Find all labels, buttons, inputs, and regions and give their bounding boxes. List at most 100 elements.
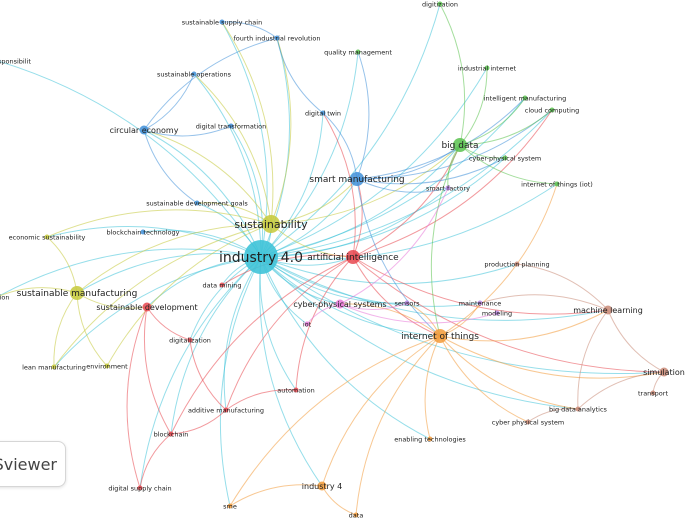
node-environment[interactable] xyxy=(104,363,110,369)
node-cloud[interactable] xyxy=(549,107,555,113)
node-datamining[interactable] xyxy=(219,282,225,288)
edge-sustainability-bigdata xyxy=(270,144,461,225)
node-prodplan[interactable] xyxy=(514,261,520,267)
node-label-digitaltrans: digital transformation xyxy=(196,123,267,131)
node-cps[interactable] xyxy=(335,299,345,309)
edge-bigdata-digitization xyxy=(439,3,466,146)
node-qualitymgmt[interactable] xyxy=(355,49,361,55)
node-sme[interactable] xyxy=(227,503,233,509)
node-label-sensors: sensors xyxy=(395,300,421,308)
node-label-automation: automation xyxy=(277,387,314,395)
edge-ai-ml xyxy=(352,256,609,315)
node-digitalization[interactable] xyxy=(187,337,193,343)
node-blockchain[interactable] xyxy=(168,431,174,437)
node-enabling[interactable] xyxy=(427,436,433,442)
node-ai[interactable] xyxy=(346,250,360,264)
edge-smartmfg-cloud xyxy=(356,109,553,180)
node-leanmfg[interactable] xyxy=(51,364,57,370)
node-label-simulation: simulation xyxy=(643,368,685,377)
edge-susmfg-leanmfg xyxy=(53,292,78,368)
node-label-iot: iot xyxy=(303,321,312,329)
node-label-maintenance: maintenance xyxy=(459,300,502,308)
node-industrialinternet[interactable] xyxy=(484,65,490,71)
edge-ml-maintenance xyxy=(479,294,609,311)
edge-smartmfg-qualitymgmt xyxy=(356,51,370,180)
edge-ai-blockchain xyxy=(170,256,354,435)
node-modeling[interactable] xyxy=(494,310,500,316)
node-digitaltrans[interactable] xyxy=(228,123,234,129)
node-responsibility[interactable] xyxy=(0,59,1,64)
edge-smartmfg-intelmfg xyxy=(356,97,526,180)
node-additive[interactable] xyxy=(223,407,229,413)
node-smartmfg[interactable] xyxy=(350,172,364,186)
edge-susmfg-environment xyxy=(76,292,108,367)
edge-blockchain-additive xyxy=(170,409,227,435)
edge-industry40-susmfg xyxy=(76,253,262,294)
node-label-iot_things: internet of things xyxy=(401,332,479,342)
node-intelmfg[interactable] xyxy=(522,95,528,101)
node-industry40[interactable] xyxy=(244,240,278,274)
node-digitization[interactable] xyxy=(437,1,443,7)
node-label-industry40: industry 4.0 xyxy=(219,250,303,266)
edge-fourthrev-circular xyxy=(143,37,278,131)
node-sensors[interactable] xyxy=(404,300,410,306)
node-automation[interactable] xyxy=(293,387,299,393)
node-label-fourthrev: fourth industrial revolution xyxy=(234,35,321,43)
node-susdev[interactable] xyxy=(142,302,152,312)
node-susmfg[interactable] xyxy=(70,286,84,300)
node-cps3[interactable] xyxy=(525,419,531,425)
node-simulation[interactable] xyxy=(659,367,669,377)
node-label-leanmfg: lean manufacturing xyxy=(22,364,86,372)
node-label-responsibility: sponsibilit xyxy=(0,58,31,66)
edge-sustainability-supplychain xyxy=(221,21,274,225)
node-bda[interactable] xyxy=(575,406,581,412)
node-maintenance[interactable] xyxy=(477,300,483,306)
node-industry4[interactable] xyxy=(317,481,327,491)
node-label-susops: sustainable operations xyxy=(157,71,232,79)
edge-industry40-maintenance xyxy=(260,256,481,307)
node-dsc[interactable] xyxy=(137,485,143,491)
node-label-intelmfg: intelligent manufacturing xyxy=(484,95,567,103)
node-blockchaintech[interactable] xyxy=(140,229,146,235)
node-econsus[interactable] xyxy=(44,234,50,240)
node-label-supplychain: sustainable supply chain xyxy=(182,19,262,27)
node-circular[interactable] xyxy=(139,125,149,135)
node-susops[interactable] xyxy=(191,71,197,77)
node-ml[interactable] xyxy=(603,305,613,315)
node-label-datamining: data mining xyxy=(202,282,241,290)
edge-sustainability-environment xyxy=(106,223,272,367)
edge-iot_things-cps xyxy=(339,303,441,337)
edge-industry40-responsibility xyxy=(0,61,262,258)
edge-circular-digitaltrans xyxy=(143,125,232,137)
node-iot[interactable] xyxy=(304,321,310,327)
node-sustainability[interactable] xyxy=(262,215,280,233)
edge-sustainability-smartmfg xyxy=(270,178,358,225)
node-cps2[interactable] xyxy=(502,155,508,161)
node-iotparen[interactable] xyxy=(554,181,560,187)
node-iot_things[interactable] xyxy=(433,329,447,343)
edge-bigdata-iotparen xyxy=(459,144,558,185)
node-smartfactory[interactable] xyxy=(445,185,451,191)
node-transport[interactable] xyxy=(650,390,656,396)
node-fourthrev[interactable] xyxy=(274,35,280,41)
edge-automation-additive xyxy=(225,389,297,411)
node-data[interactable] xyxy=(353,512,359,518)
edge-industry40-smartfactory xyxy=(260,187,449,258)
edge-iot_things-iotparen xyxy=(439,183,558,337)
node-sdg[interactable] xyxy=(194,200,200,206)
node-label-dsc: digital supply chain xyxy=(108,485,171,493)
node-label-susmfg: sustainable manufacturing xyxy=(17,289,138,299)
edge-sustainability-econsus xyxy=(46,209,272,238)
edge-ai-simulation xyxy=(352,256,665,373)
edge-iot_things-bda xyxy=(439,335,579,410)
node-supplychain[interactable] xyxy=(219,19,225,25)
node-bigdata[interactable] xyxy=(453,138,467,152)
edge-industry40-prodplan xyxy=(260,256,518,285)
node-label-digitalization: digitalization xyxy=(169,337,211,345)
edge-cps-smartfactory xyxy=(339,187,449,305)
edge-industry40-qualitymgmt xyxy=(260,51,359,258)
edge-ml-simulation xyxy=(607,309,665,373)
edge-cps-modeling xyxy=(339,303,498,324)
node-digitaltwin[interactable] xyxy=(320,110,326,116)
